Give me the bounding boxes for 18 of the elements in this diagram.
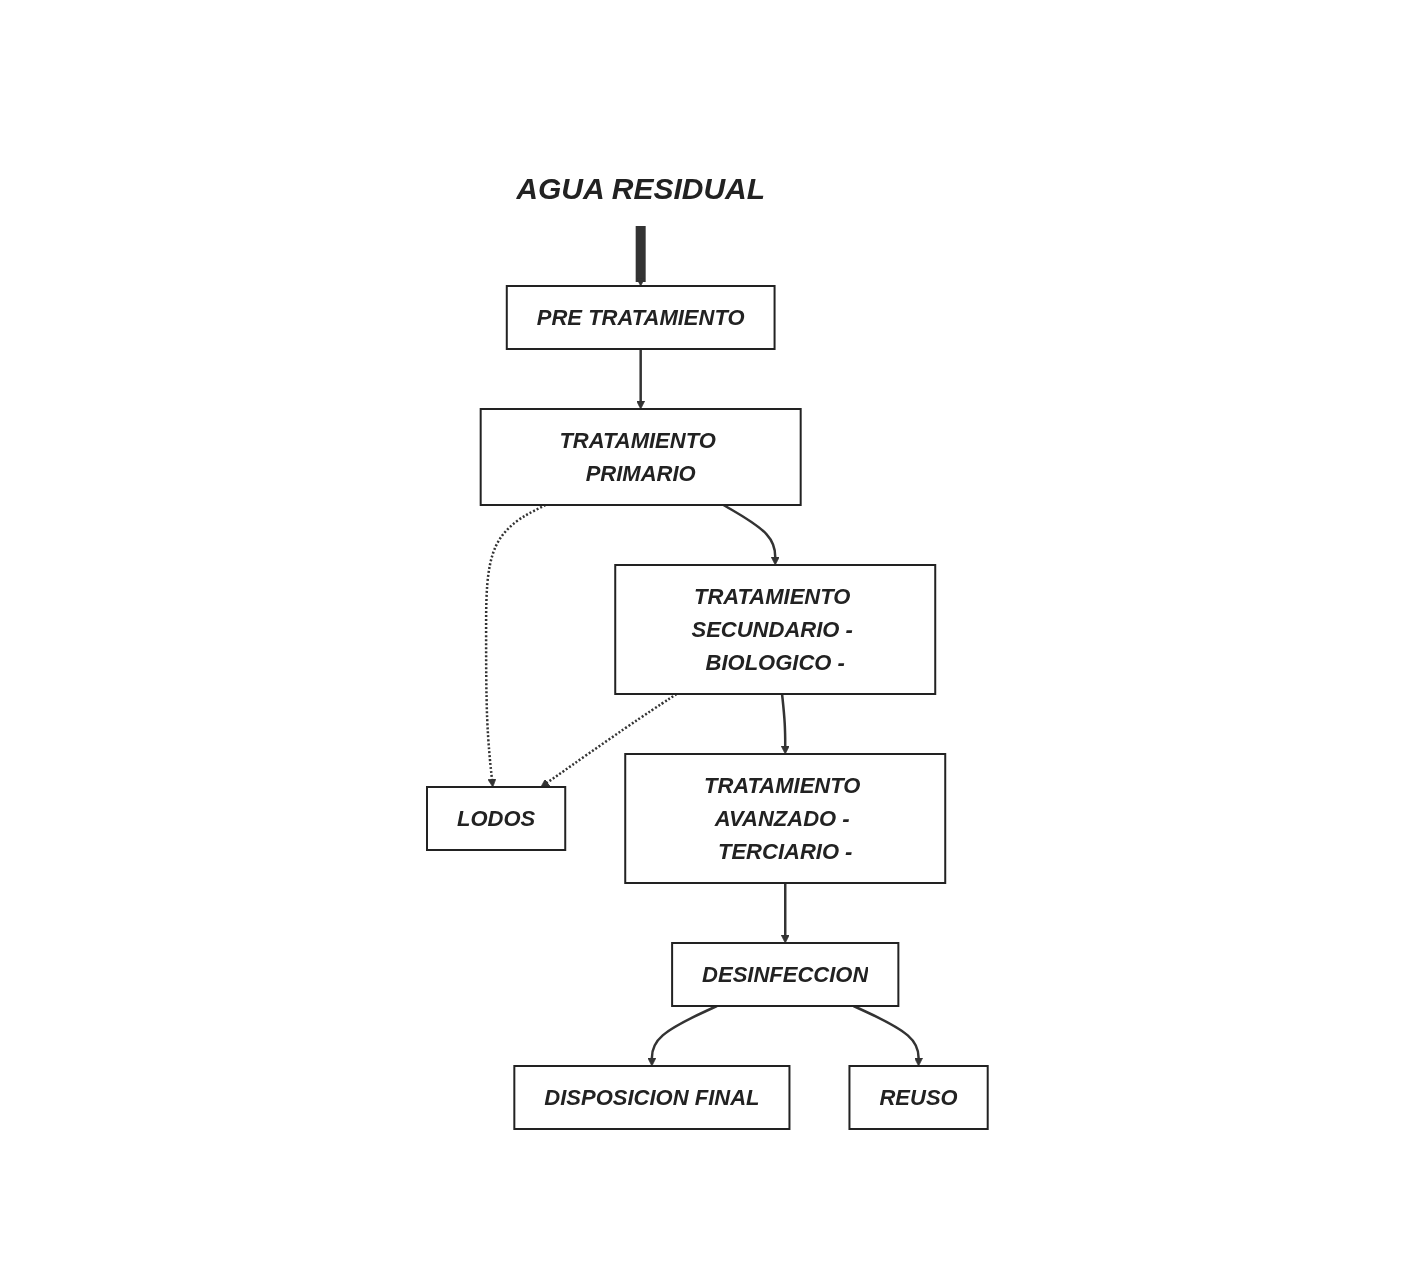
node-box: TRATAMIENTO AVANZADO - TERCIARIO - [623, 752, 946, 884]
arrow [635, 348, 645, 409]
arrow [780, 882, 790, 943]
node-box: DISPOSICION FINAL [512, 1064, 791, 1130]
arrow [540, 692, 677, 787]
arrow [852, 1004, 923, 1066]
arrow [722, 503, 780, 565]
node-box: REUSO [848, 1064, 989, 1130]
node-text: AGUA RESIDUAL [515, 171, 765, 205]
node-box: TRATAMIENTO PRIMARIO [479, 407, 802, 506]
arrow [780, 693, 790, 754]
node-box: PRE TRATAMIENTO [505, 284, 776, 350]
arrow [484, 503, 546, 787]
arrow [647, 1004, 718, 1066]
arrow [635, 225, 646, 286]
node-box: DESINFECCION [670, 941, 899, 1007]
node-box: TRATAMIENTO SECUNDARIO - BIOLOGICO - [613, 563, 936, 695]
node-box: LODOS [425, 785, 566, 851]
